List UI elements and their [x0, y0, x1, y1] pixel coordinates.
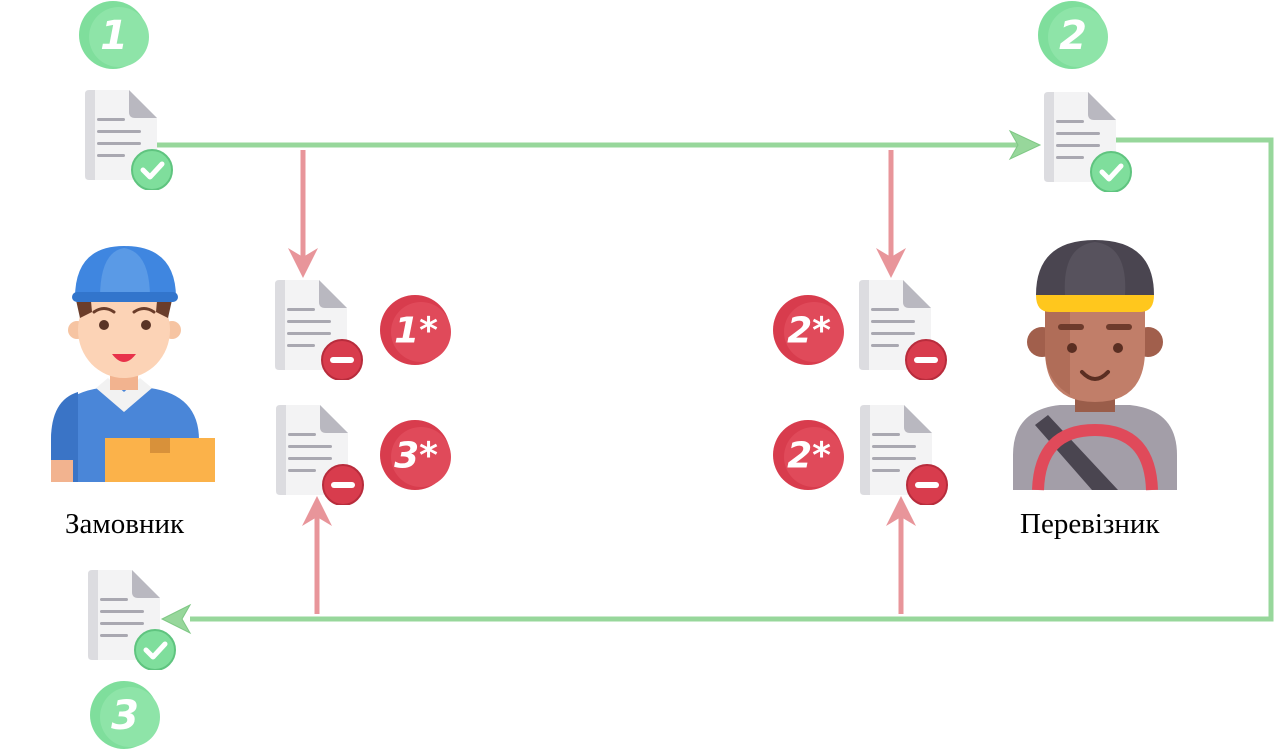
reject-badge-2b: 2* — [773, 420, 844, 490]
svg-text:2*: 2* — [787, 436, 831, 477]
rejected-document-icon — [275, 280, 363, 380]
accepted-document-icon — [88, 570, 175, 670]
reject-badge-1: 1* — [380, 295, 451, 365]
step-badge-3: 3 — [90, 681, 160, 749]
svg-text:3: 3 — [111, 693, 139, 739]
svg-text:1*: 1* — [394, 311, 438, 352]
svg-text:1: 1 — [100, 13, 128, 59]
accept-flow — [155, 129, 1274, 635]
svg-text:2: 2 — [1059, 13, 1087, 59]
accepted-document-icon — [85, 90, 172, 190]
reject-flows — [288, 150, 916, 614]
step-badge-2: 2 — [1038, 1, 1108, 69]
rejected-document-icon — [276, 405, 364, 505]
svg-text:3*: 3* — [394, 436, 438, 477]
rejected-document-icon — [859, 280, 947, 380]
customer-courier-icon — [51, 246, 215, 482]
svg-text:2*: 2* — [787, 311, 831, 352]
carrier-label: Перевізник — [1020, 508, 1160, 540]
rejected-document-icon — [860, 405, 948, 505]
customer-label: Замовник — [65, 508, 185, 540]
reject-badge-3: 3* — [380, 420, 451, 490]
reject-badge-2a: 2* — [773, 295, 844, 365]
step-badge-1: 1 — [79, 1, 149, 69]
carrier-driver-icon — [1013, 240, 1177, 491]
